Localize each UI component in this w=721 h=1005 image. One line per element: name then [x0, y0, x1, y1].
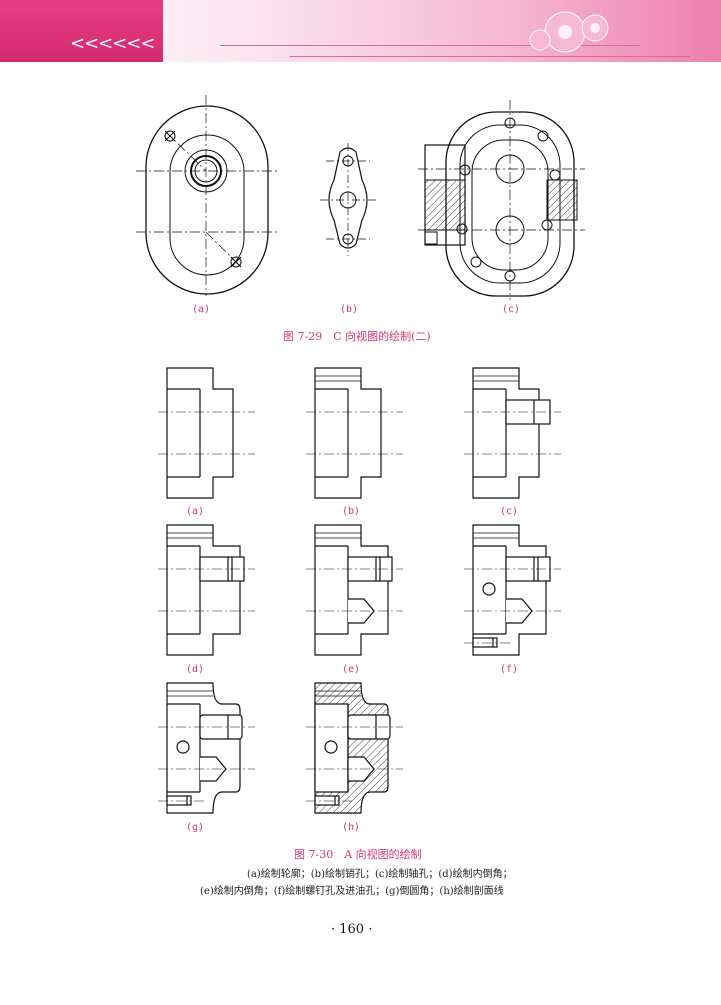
fig730-f-drawing: [464, 524, 561, 656]
header-rule: [220, 45, 640, 46]
gear-icon: [529, 11, 609, 53]
fig730-d-drawing: [158, 524, 255, 656]
fig730-label-c: (c): [500, 506, 519, 517]
fig729-label-a: (a): [192, 304, 211, 315]
fig729-c-drawing: [418, 100, 585, 300]
fig730-a-drawing: [158, 367, 255, 499]
fig730-e-drawing: [306, 524, 403, 656]
fig730-label-d: (d): [186, 664, 205, 675]
fig730-label-e: (e): [342, 664, 361, 675]
fig730-label-f: (f): [500, 664, 519, 675]
fig730-label-a: (a): [186, 506, 205, 517]
fig730-h-drawing: [306, 682, 403, 814]
fig730-g-drawing: [158, 682, 255, 814]
header-accent-block: [0, 0, 163, 62]
fig729-label-c: (c): [502, 304, 521, 315]
fig730-label-b: (b): [342, 506, 361, 517]
fig730-label-g: (g): [186, 822, 205, 833]
fig730-caption: 图 7-30 A 向视图的绘制: [294, 848, 422, 861]
fig730-b-drawing: [306, 367, 403, 499]
header-rule: [290, 56, 690, 57]
chevron-decoration: <<<<<<: [70, 33, 155, 54]
fig730-c-drawing: [464, 367, 561, 499]
fig730-label-h: (h): [342, 822, 361, 833]
fig730-note-line1: (a)绘制轮廓；(b)绘制销孔；(c)绘制轴孔；(d)绘制内倒角；: [247, 869, 513, 880]
fig729-caption: 图 7-29 C 向视图的绘制(二): [283, 330, 431, 343]
fig730-note-line2: (e)绘制内倒角；(f)绘制螺钉孔及进油孔；(g)倒圆角；(h)绘制剖面线: [200, 886, 504, 897]
page-number: · 160 ·: [331, 922, 373, 937]
fig729-b-drawing: [320, 143, 376, 256]
fig729-label-b: (b): [340, 304, 359, 315]
fig729-a-drawing: [136, 95, 278, 296]
